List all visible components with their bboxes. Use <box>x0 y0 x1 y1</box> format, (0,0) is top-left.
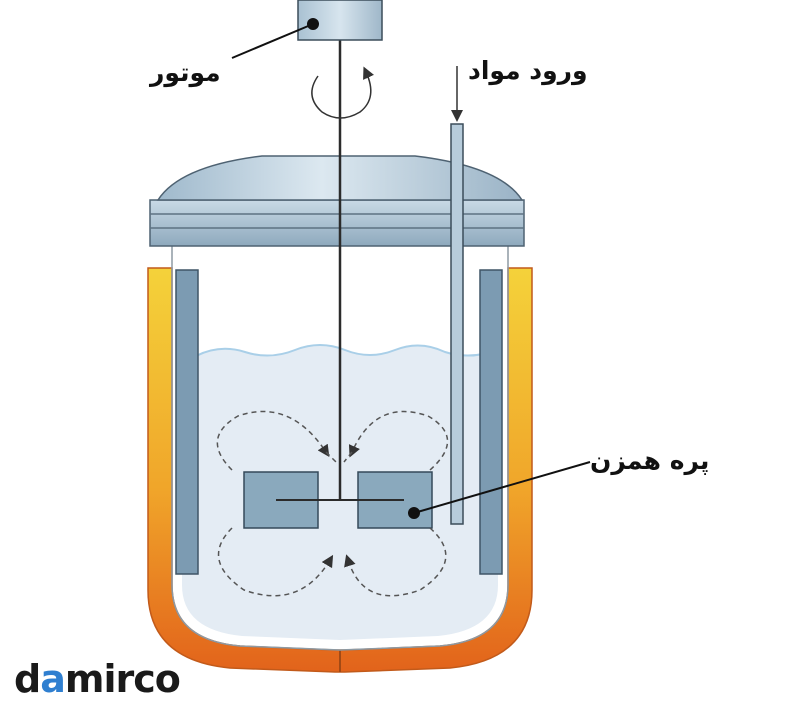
impeller-leader-line <box>413 461 591 514</box>
circulation-flow <box>216 410 449 597</box>
liquid-surface <box>195 344 499 357</box>
motor-leader-line <box>231 23 314 59</box>
logo-accent-letter: a <box>40 657 66 701</box>
logo-part-1: d <box>14 657 41 701</box>
feed-inlet-label: ورود مواد <box>468 56 588 85</box>
rotation-arrow-icon <box>311 66 374 119</box>
logo-part-2: mirco <box>64 657 181 701</box>
feed-inlet-pipe <box>450 123 464 525</box>
right-baffle <box>479 269 503 575</box>
left-baffle <box>175 269 199 575</box>
lid-flange <box>149 199 525 247</box>
motor-label: موتور <box>150 58 221 87</box>
damirco-logo: damirco <box>14 657 181 701</box>
vessel-wall <box>171 245 509 651</box>
impeller-label: پره همزن <box>590 446 710 475</box>
